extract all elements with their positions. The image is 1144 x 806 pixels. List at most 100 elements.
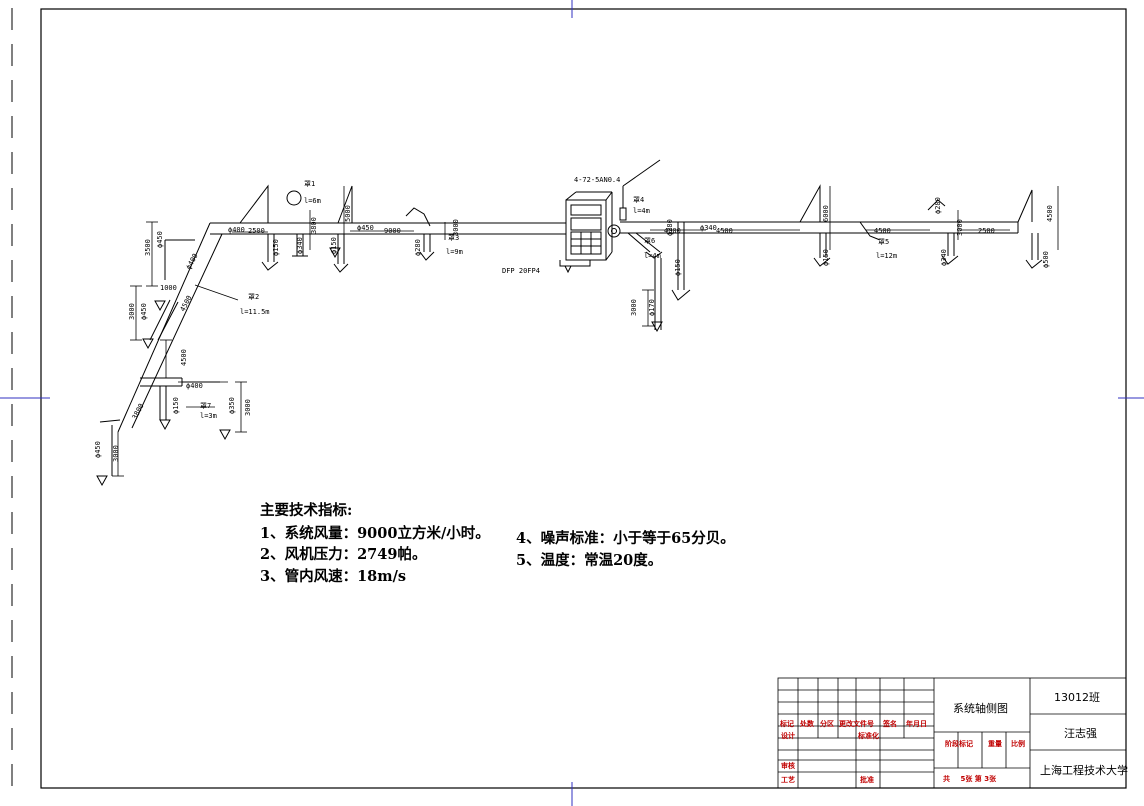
stage-mark-label: 阶段标记 [945,740,973,748]
dia-label: ϕ280 [666,219,674,236]
measurement-point-icon [286,190,302,206]
hoods [239,184,946,241]
dim-label: 3000 [956,219,964,236]
sheet-count: 共 5张 第 3张 [943,774,996,784]
dia-label: ϕ400 [185,252,200,271]
hood-label: 罩7 [200,402,211,410]
length-label: l=6m [304,197,321,205]
dim-label: 4000 [664,227,681,235]
dim-label: 3000 [112,445,120,462]
dim-label: 4500 [716,227,733,235]
dim-label: 4500 [179,294,194,313]
length-label: l=3m [200,412,217,420]
dia-label: ϕ500 [1042,251,1050,268]
dia-label: ϕ400 [228,226,245,234]
dia-label: ϕ340 [700,224,717,232]
dia-label: ϕ340 [296,237,304,254]
specs-heading: 主要技术指标: [260,502,353,519]
sheet-mid: 张 第 [965,775,982,783]
dia-label: ϕ280 [414,239,422,256]
fan-model-label: 4-72-5AN0.4 [574,176,620,184]
dia-label: ϕ150 [272,239,280,256]
dim-label: 3800 [131,402,146,421]
spec-item: 4、噪声标准：小于等于65分贝。 [516,530,735,547]
length-label: l=4m [644,252,661,260]
dia-label: ϕ450 [94,441,102,458]
length-label: l=11.5m [240,308,270,316]
drawing-title: 系统轴侧图 [953,702,1008,715]
branch-ducts [99,222,1043,476]
weight-label: 重量 [988,740,1002,748]
length-label: l=12m [876,252,897,260]
dim-label: 4500 [180,349,188,366]
dim-label: 3000 [244,399,252,416]
class-label: 13012班 [1054,691,1100,704]
drawing-labels: 4-72-5AN0.4 DFP 20FP4 ϕ400 ϕ400 2500 ϕ45… [94,176,1054,462]
fan-filter-unit [559,159,661,274]
dia-label: ϕ150 [674,259,682,276]
rev-sign-label: 签名 [883,720,897,728]
rev-doc-label: 更改文件号 [839,720,874,728]
spec-item: 2、风机压力：2749帕。 [260,546,427,563]
main-duct [210,189,1033,235]
dim-label: 3500 [144,239,152,256]
scale-label: 比例 [1011,740,1025,748]
hood-label: 罩4 [633,196,644,204]
diagonal-duct [117,222,223,433]
drawing-frame [40,8,1127,789]
dia-label: ϕ150 [172,397,180,414]
total-prefix: 共 [943,775,950,783]
sheet-number: 3 [984,775,990,783]
dimension-lines [112,186,1059,477]
dim-label: 3000 [128,303,136,320]
process-label: 工艺 [781,776,795,784]
dia-label: ϕ150 [330,237,338,254]
design-label: 设计 [781,732,795,740]
dia-label: ϕ400 [186,382,203,390]
hood-label: 罩1 [304,180,315,188]
filter-model-label: DFP 20FP4 [502,267,540,275]
dim-label: 5000 [344,205,352,222]
rev-count-label: 处数 [800,720,814,728]
spec-item: 3、管内风速：18m/s [260,568,407,585]
dia-label: ϕ350 [228,397,236,414]
spec-item: 1、系统风量：9000立方米/小时。 [260,525,490,542]
dim-label: 9000 [384,227,401,235]
dim-label: 6000 [822,205,830,222]
school-name: 上海工程技术大学 [1040,764,1128,777]
dia-label: ϕ150 [822,249,830,266]
dim-label: 1000 [160,284,177,292]
hood-label: 罩6 [644,237,655,245]
author-name: 汪志强 [1064,727,1097,740]
sheet-suffix: 张 [989,775,997,783]
title-block-grid [777,677,1127,789]
dia-label: ϕ450 [357,224,374,232]
hood-label: 罩5 [878,238,889,246]
review-label: 审核 [781,762,795,770]
spec-item: 5、温度：常温20度。 [516,552,663,569]
ground-supports [96,247,663,487]
dim-label: 4500 [1046,205,1054,222]
rev-mark-label: 标记 [780,720,794,728]
dia-label: ϕ340 [940,249,948,266]
rev-date-label: 年月日 [906,720,927,728]
dia-label: ϕ170 [648,299,656,316]
length-label: l=4m [633,207,650,215]
hood-label: 罩2 [248,293,259,301]
dia-label: ϕ450 [140,303,148,320]
dim-label: 4500 [874,227,891,235]
dia-label: ϕ450 [156,231,164,248]
dia-label: ϕ280 [934,197,942,214]
total-sheets: 5 [960,775,966,783]
rev-zone-label: 分区 [820,720,834,728]
standard-label: 标准化 [858,732,879,740]
dim-label: 3000 [630,299,638,316]
dim-label: 2500 [248,227,265,235]
hood-label: 罩3 [448,234,459,242]
dim-label: 3000 [452,219,460,236]
dim-label: 3800 [310,217,318,234]
dim-label: 2500 [978,227,995,235]
length-label: l=9m [446,248,463,256]
approve-label: 批准 [860,776,874,784]
